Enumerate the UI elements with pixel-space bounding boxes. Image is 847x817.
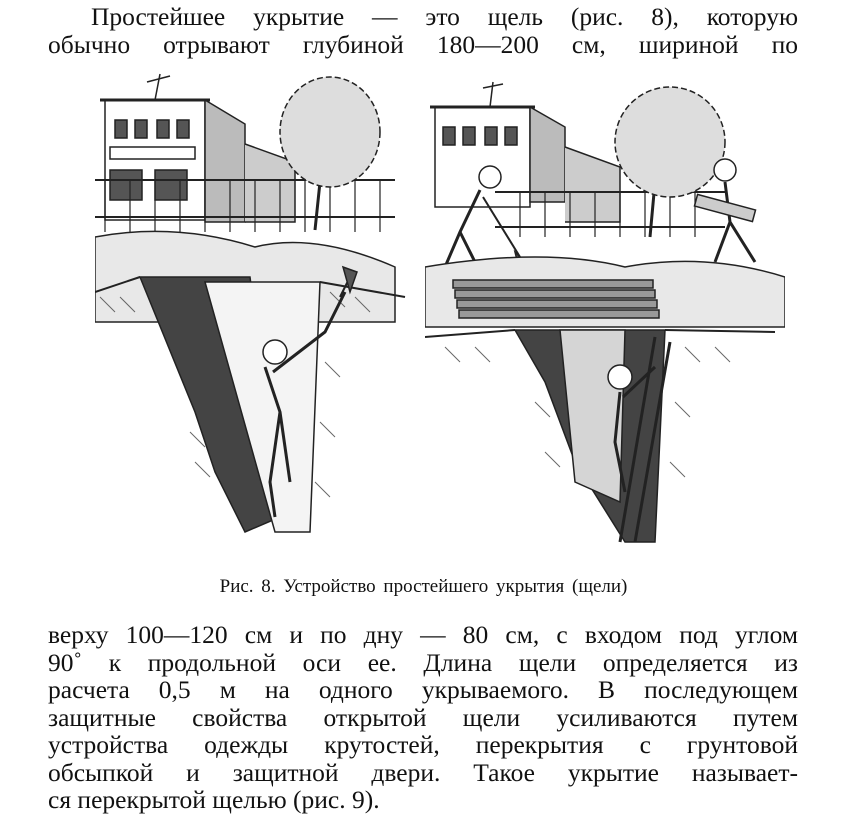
illustration-covered-trench (425, 62, 785, 562)
paragraph-intro: Простейшее укрытие — это щель (рис. 8), … (48, 3, 798, 58)
text-line: верху 100—120 см и по дну — 80 см, с вхо… (48, 620, 798, 649)
text-line: расчета 0,5 м на одного укрываемого. В п… (48, 675, 798, 704)
illustration-open-trench (95, 62, 425, 562)
text-line: защитные свойства открытой щели усиливаю… (48, 702, 798, 732)
figure-caption: Рис. 8. Устройство простейшего укрытия (… (219, 576, 628, 597)
text-line: Простейшее укрытие — это щель (рис. 8), … (91, 2, 798, 31)
text-line: обычно отрывают глубиной 180—200 см, шир… (48, 29, 798, 59)
figure-8 (95, 62, 785, 562)
paragraph-continued: верху 100—120 см и по дну — 80 см, с вхо… (48, 621, 798, 814)
text-line: обсыпкой и защитной двери. Такое укрытие… (48, 757, 798, 787)
text-line: 90˚ к продольной оси ее. Длина щели опре… (48, 647, 798, 677)
text-line: устройства одежды крутостей, перекрытия … (48, 730, 798, 759)
text-line: ся перекрытой щелью (рис. 9). (48, 785, 380, 814)
